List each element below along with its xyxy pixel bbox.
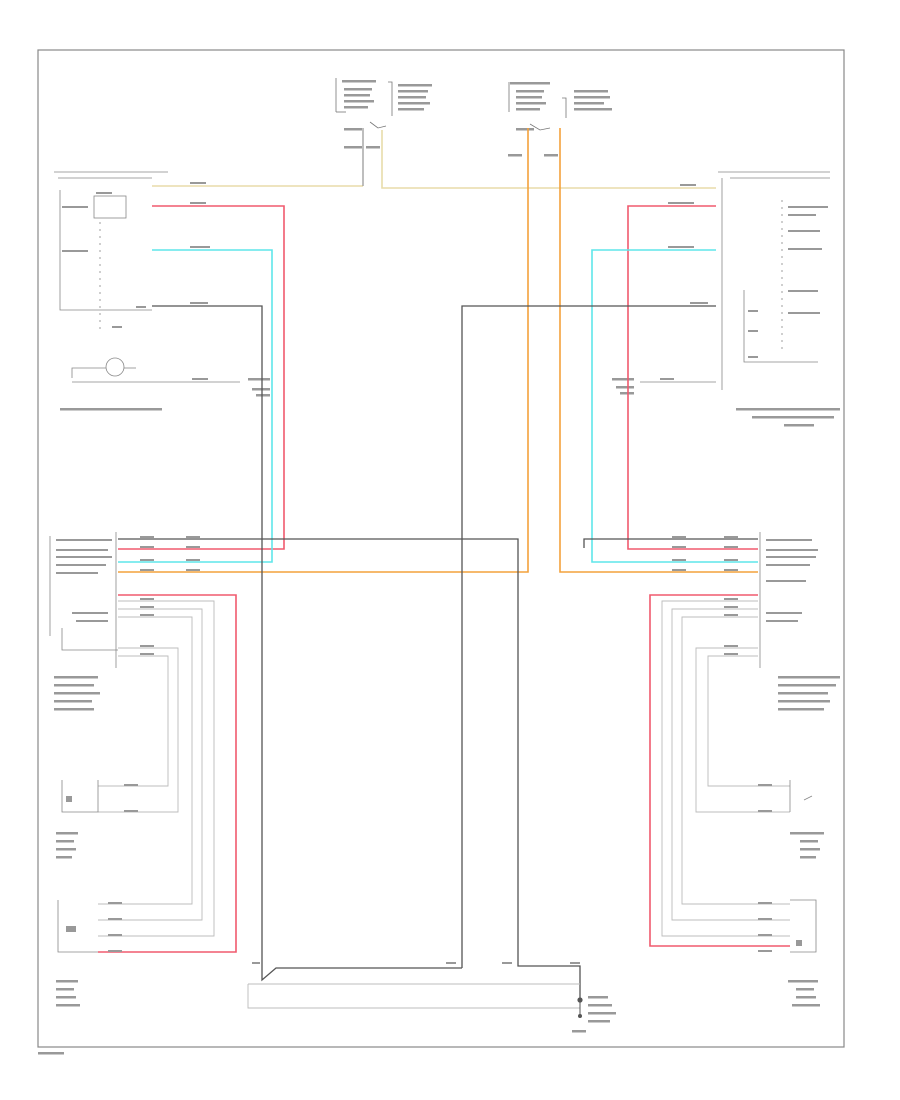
wire-orange [118,128,758,573]
passenger-seat-switch [612,171,840,427]
ground-icon [252,962,616,1033]
driver-seat-back-heater [56,780,138,859]
fuse-block-right [508,82,612,157]
wire-gray [98,600,790,1009]
diagram-frame [37,49,845,1048]
wire-label-marks [190,182,708,380]
wire-cyan [118,249,758,563]
passenger-seat-cushion-heater [758,899,820,1007]
wire-tan [152,185,716,189]
heater-element-icon [105,357,125,377]
wire-red [98,205,790,953]
passenger-seat-module [672,532,840,711]
driver-seat-switch [54,171,270,411]
page-ref [38,1052,64,1055]
driver-seat-cushion-heater [56,900,122,1007]
fuse-block-left [335,78,432,186]
driver-seat-module [49,532,200,711]
switch-icon [93,195,127,219]
passenger-seat-back-heater [758,780,824,859]
wire-black [118,305,758,1000]
